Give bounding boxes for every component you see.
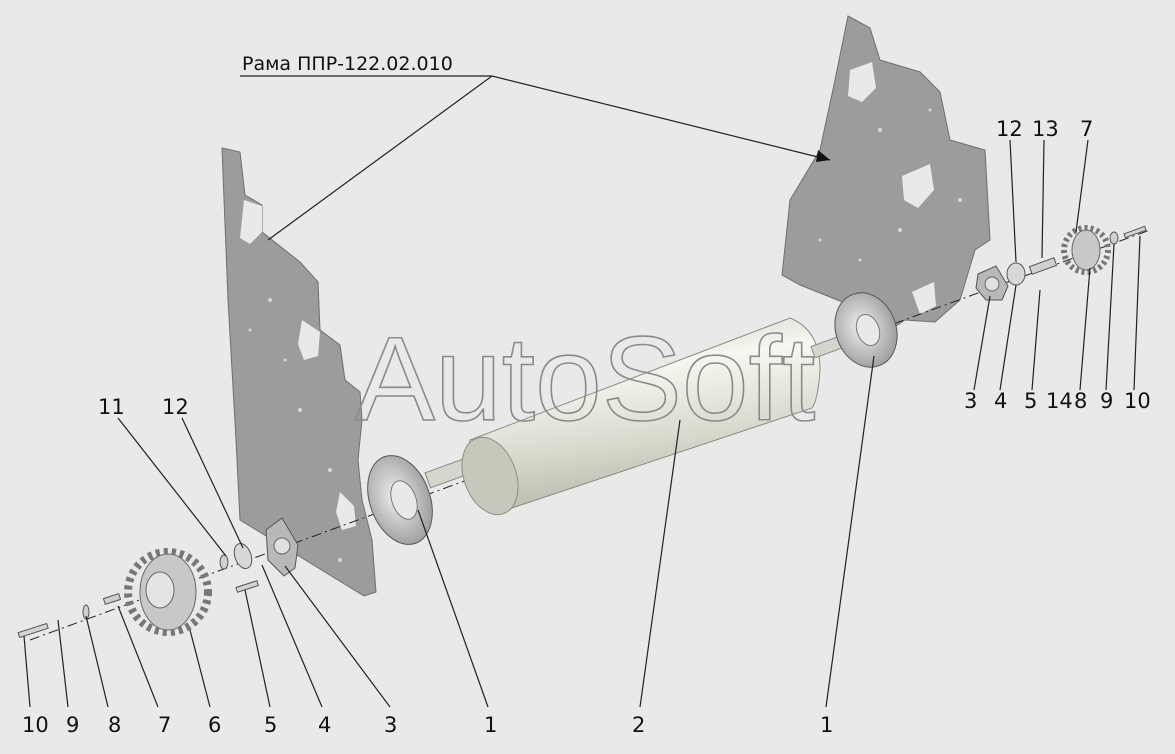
label-right-4: 4 <box>994 389 1007 413</box>
label-right-12: 12 <box>996 117 1023 141</box>
left-frame-plate <box>221 147 377 597</box>
label-bottom-1: 1 <box>484 713 497 737</box>
label-right-10: 10 <box>1124 389 1151 413</box>
washer-left <box>367 455 433 545</box>
left-bushing <box>233 542 253 570</box>
label-right-3: 3 <box>964 389 977 413</box>
label-right-7: 7 <box>1080 117 1093 141</box>
right-sprocket <box>1061 225 1111 275</box>
right-frame-plate <box>781 15 991 331</box>
label-bottom-1-right: 1 <box>820 713 833 737</box>
watermark: AutoSoft <box>355 312 815 446</box>
left-spacer <box>219 554 229 570</box>
label-right-14: 14 <box>1046 389 1073 413</box>
label-bottom-6: 6 <box>208 713 221 737</box>
label-bottom-8: 8 <box>108 713 121 737</box>
left-small-parts <box>17 580 260 639</box>
washer-right <box>834 292 898 368</box>
label-right-13: 13 <box>1032 117 1059 141</box>
right-bushing <box>1006 262 1026 286</box>
label-bottom-5: 5 <box>264 713 277 737</box>
label-bottom-7: 7 <box>158 713 171 737</box>
right-small-parts <box>1109 225 1147 245</box>
roller-end-face <box>461 436 519 516</box>
right-bearing-housing <box>975 265 1009 301</box>
label-right-5: 5 <box>1024 389 1037 413</box>
label-right-8: 8 <box>1074 389 1087 413</box>
label-bottom-10: 10 <box>22 713 49 737</box>
left-sprocket <box>124 548 212 636</box>
label-12: 12 <box>162 395 189 419</box>
title-label: Рама ППР-122.02.010 <box>242 53 453 75</box>
leader-lines <box>23 139 1141 708</box>
right-sleeve <box>1028 257 1058 275</box>
left-bearing-housing <box>265 517 299 577</box>
label-bottom-2: 2 <box>632 713 645 737</box>
label-bottom-9: 9 <box>66 713 79 737</box>
label-bottom-3: 3 <box>384 713 397 737</box>
label-right-9: 9 <box>1100 389 1113 413</box>
drive-roller <box>424 317 854 516</box>
label-11: 11 <box>98 395 125 419</box>
label-bottom-4: 4 <box>318 713 331 737</box>
